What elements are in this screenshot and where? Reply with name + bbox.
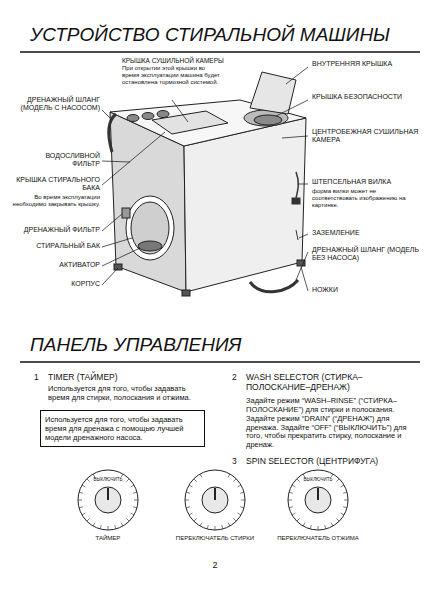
control-name: SPIN SELECTOR (ЦЕНТРИФУГА): [246, 456, 418, 466]
callout-number: 2: [232, 372, 244, 382]
part-label: НОЖКИ: [312, 286, 422, 294]
machine-body: [110, 72, 306, 296]
dial-caption: ТАЙМЕР: [58, 535, 158, 542]
part-note: форма вилки может не соответствовать изо…: [312, 188, 420, 209]
dial-marking: ВЫКЛЮЧИТЬ: [293, 477, 343, 482]
part-label: ДРЕНАЖНЫЙ ФИЛЬТР: [8, 226, 100, 234]
part-label: КРЫШКА БЕЗОПАСНОСТИ: [312, 93, 422, 101]
control-dials: [78, 470, 348, 530]
note-text: Используется для того, чтобы задавать вр…: [45, 415, 200, 442]
part-label: КОРПУС: [8, 280, 100, 288]
part-label: ШТЕПСЕЛЬНАЯ ВИЛКА: [312, 178, 422, 186]
leader-lines: [102, 67, 308, 291]
control-name: TIMER (ТАЙМЕР): [48, 372, 208, 382]
control-description: Используется для того, чтобы задавать вр…: [48, 385, 206, 403]
part-label: ЦЕНТРОБЕЖНАЯ СУШИЛЬНАЯ КАМЕРА: [312, 128, 422, 145]
dial: [78, 470, 138, 530]
heading-rule: [20, 51, 420, 53]
note-box: Используется для того, чтобы задавать вр…: [40, 410, 205, 447]
page-number: 2: [195, 560, 235, 571]
dial: [185, 470, 245, 530]
dial: [288, 470, 348, 530]
part-note: При открытии этой крышки во время эксплу…: [122, 65, 222, 86]
part-label: ДРЕНАЖНЫЙ ШЛАНГ (МОДЕЛЬ С НАСОСОМ): [18, 96, 100, 113]
callout-number: 1: [34, 372, 46, 382]
control-description: Задайте режим “WASH–RINSE” (“СТИРКА–ПОЛО…: [246, 397, 420, 450]
part-label: ВНУТРЕННЯЯ КРЫШКА: [312, 60, 422, 68]
part-label: АКТИВАТОР: [8, 261, 100, 269]
hoses-and-cord: [109, 114, 300, 292]
part-note: Во время эксплуатации необходимо закрыва…: [8, 194, 100, 208]
part-label: СТИРАЛЬНЫЙ БАК: [8, 242, 100, 250]
part-label: ДРЕНАЖНЫЙ ШЛАНГ (МОДЕЛЬ БЕЗ НАСОСА): [312, 246, 422, 263]
part-label: КРЫШКА СУШИЛЬНОЙ КАМЕРЫ: [122, 57, 232, 65]
section-heading: ПАНЕЛЬ УПРАВЛЕНИЯ: [30, 334, 242, 356]
page-title: УСТРОЙСТВО СТИРАЛЬНОЙ МАШИНЫ: [30, 24, 390, 46]
part-label: КРЫШКА СТИРАЛЬНОГО БАКА: [8, 176, 100, 193]
dial-caption: ПЕРЕКЛЮЧАТЕЛЬ СТИРКИ: [155, 535, 275, 542]
part-label: ВОДОСЛИВНОЙ ФИЛЬТР: [18, 152, 100, 169]
heading-rule: [20, 361, 420, 363]
callout-number: 3: [232, 456, 244, 466]
dial-caption: ПЕРЕКЛЮЧАТЕЛЬ ОТЖИМА: [258, 535, 378, 542]
dial-marking: ВЫКЛЮЧИТЬ: [83, 477, 133, 482]
control-name: WASH SELECTOR (СТИРКА–ПОЛОСКАНИЕ–ДРЕНАЖ): [246, 372, 418, 392]
part-label: ЗАЗЕМЛЕНИЕ: [312, 229, 422, 237]
